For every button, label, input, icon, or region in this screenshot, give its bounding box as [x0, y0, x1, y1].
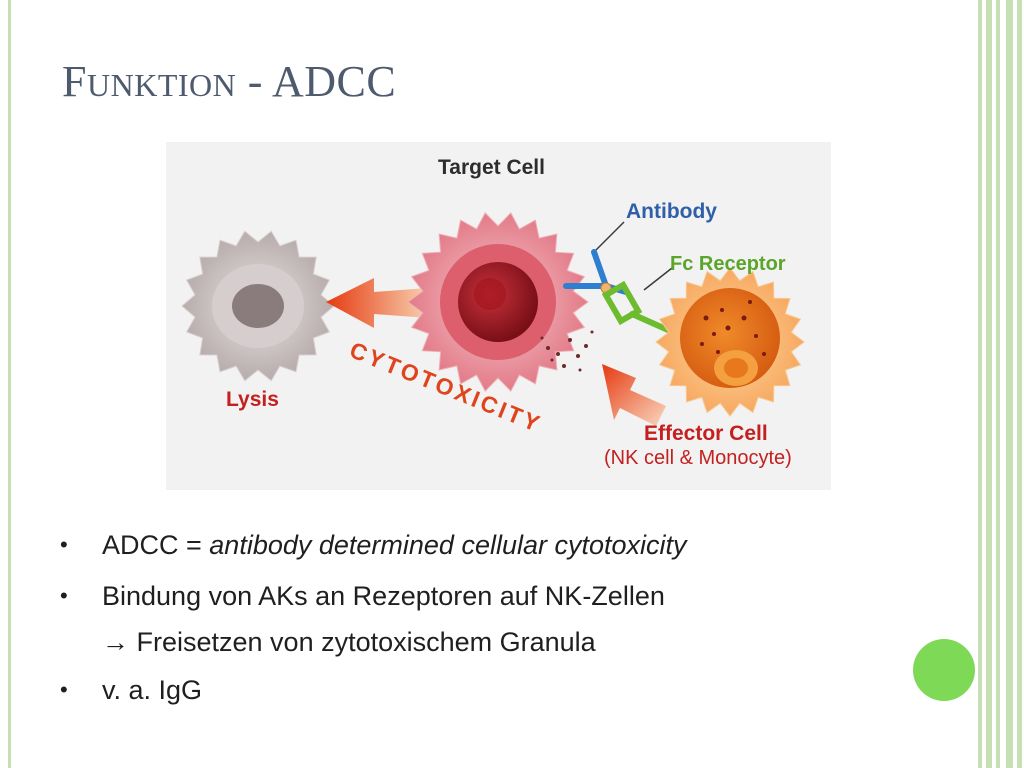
label-fc-receptor: Fc Receptor [670, 253, 786, 275]
bullet-symbol: • [60, 677, 68, 702]
bullet-text: Bindung von AKs an Rezeptoren auf NK-Zel… [102, 581, 665, 611]
arrow-right-icon: → [102, 627, 129, 657]
bullet-item: • Bindung von AKs an Rezeptoren auf NK-Z… [60, 578, 880, 660]
bullet-symbol: • [60, 583, 68, 608]
adcc-diagram: Target Cell Antibody Fc Receptor Lysis C… [166, 142, 831, 490]
bullet-item: • ADCC = antibody determined cellular cy… [60, 527, 880, 563]
effector-cell [655, 267, 805, 417]
bullet-text: ADCC = [102, 530, 210, 560]
bullet-item: • v. a. IgG [60, 672, 880, 708]
bullet-text-italic: antibody determined cellular cytotoxicit… [209, 530, 687, 560]
frame-right-stripes [976, 0, 1024, 768]
bullet-text: v. a. IgG [102, 675, 203, 705]
effector-arrow [602, 364, 666, 426]
bullet-list: • ADCC = antibody determined cellular cy… [60, 527, 880, 708]
bullet-subtext: Freisetzen von zytotoxischem Granula [129, 627, 596, 657]
target-cell [407, 212, 589, 392]
lysis-arrow [326, 278, 428, 328]
frame-left-line [8, 0, 11, 768]
label-target-cell: Target Cell [438, 156, 545, 179]
label-antibody: Antibody [626, 200, 717, 223]
decorative-circle [913, 639, 975, 701]
slide-title: FUNKTION - ADCC [62, 57, 397, 106]
label-effector-cell: Effector Cell [644, 422, 768, 445]
lysis-cell [181, 230, 335, 382]
label-effector-sub: (NK cell & Monocyte) [604, 447, 792, 469]
bullet-subline: → Freisetzen von zytotoxischem Granula [102, 624, 880, 660]
bullet-symbol: • [60, 532, 68, 557]
label-lysis: Lysis [226, 388, 279, 411]
granules [540, 330, 594, 372]
